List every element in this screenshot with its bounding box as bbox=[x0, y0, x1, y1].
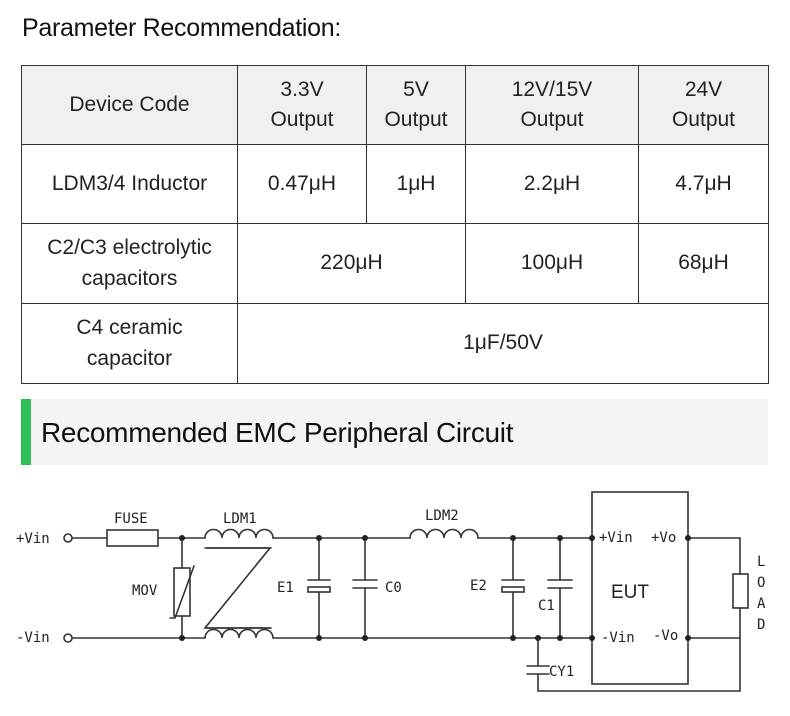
fuse-symbol bbox=[106, 529, 159, 547]
section-title: Recommended EMC Peripheral Circuit bbox=[41, 417, 514, 448]
load-label-l: L bbox=[757, 554, 765, 570]
cell-inductor-label: LDM3/4 Inductor bbox=[21, 144, 238, 224]
ldm1-coupling bbox=[203, 547, 272, 629]
c0-label: C0 bbox=[385, 580, 402, 596]
vin-neg-terminal bbox=[63, 633, 73, 643]
load-label-d: D bbox=[757, 617, 765, 633]
cell-inductor-5v: 1μH bbox=[366, 144, 466, 224]
vin-neg-label: -Vin bbox=[16, 630, 50, 646]
eut-box bbox=[591, 491, 689, 685]
cell-electrolytic-12v: 100μH bbox=[465, 223, 639, 304]
emc-circuit-diagram: +Vin -Vin FUSE LDM1 LDM2 MOV E1 C0 E2 C1… bbox=[16, 491, 766, 692]
ldm2-label: LDM2 bbox=[425, 508, 459, 524]
cell-ceramic-value: 1μF/50V bbox=[237, 303, 769, 384]
page-title: Parameter Recommendation: bbox=[22, 14, 342, 42]
eut-vo-pos-label: +Vo bbox=[651, 530, 676, 546]
ldm1-label: LDM1 bbox=[223, 511, 257, 527]
eut-vin-neg-label: -Vin bbox=[601, 630, 635, 646]
cell-electrolytic-24v: 68μH bbox=[638, 223, 769, 304]
e2-label: E2 bbox=[470, 578, 487, 594]
load-resistor bbox=[732, 573, 749, 609]
header-device-code: Device Code bbox=[21, 65, 238, 145]
ldm2-coil bbox=[409, 528, 479, 539]
load-label-a: A bbox=[757, 596, 766, 612]
mov-symbol bbox=[173, 567, 191, 617]
cell-inductor-3v3: 0.47μH bbox=[237, 144, 367, 224]
cell-inductor-12v: 2.2μH bbox=[465, 144, 639, 224]
table-row-inductor: LDM3/4 Inductor 0.47μH 1μH 2.2μH 4.7μH bbox=[21, 144, 769, 224]
e1-label: E1 bbox=[277, 580, 294, 596]
section-accent-bar bbox=[21, 399, 31, 465]
section-header: Recommended EMC Peripheral Circuit bbox=[21, 399, 768, 465]
cell-inductor-24v: 4.7μH bbox=[638, 144, 769, 224]
load-label-o: O bbox=[757, 575, 765, 591]
cell-electrolytic-3v3-5v: 220μH bbox=[237, 223, 466, 304]
vin-pos-terminal bbox=[63, 533, 73, 543]
vin-pos-label: +Vin bbox=[16, 531, 50, 547]
ldm1-top-coil bbox=[204, 528, 274, 539]
cy1-label: CY1 bbox=[549, 664, 574, 680]
eut-vo-neg-label: -Vo bbox=[653, 628, 678, 644]
fuse-label: FUSE bbox=[114, 511, 148, 527]
eut-vin-pos-label: +Vin bbox=[599, 530, 633, 546]
eut-label: EUT bbox=[611, 582, 649, 603]
c1-label: C1 bbox=[538, 598, 555, 614]
mov-label: MOV bbox=[132, 583, 158, 599]
ldm1-bottom-coil bbox=[204, 628, 274, 639]
